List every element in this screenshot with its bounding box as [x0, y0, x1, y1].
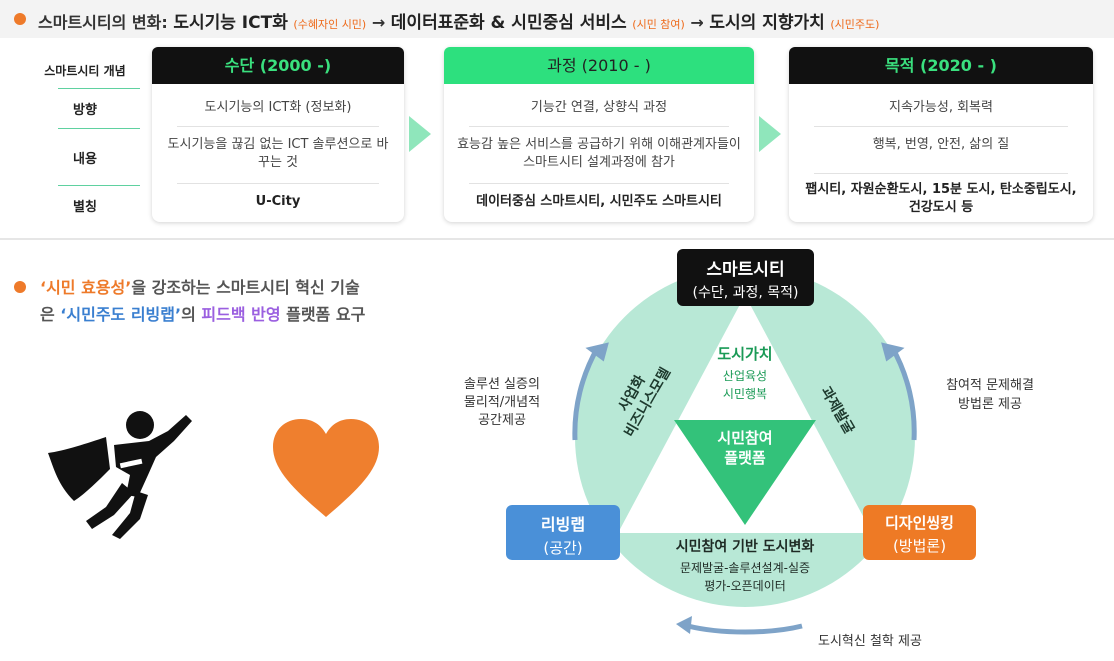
card-means-alias: U-City — [255, 194, 301, 209]
row-label-direction: 방향 — [73, 103, 97, 118]
curved-arrow-icon — [572, 345, 601, 441]
city-value: 도시가치 산업육성 시민행복 — [695, 343, 795, 402]
right-note-l1: 참여적 문제해결 — [946, 378, 1034, 393]
card-process-title: 과정 (2010 - ) — [444, 47, 754, 84]
left-note-l2: 물리적/개념적 — [463, 395, 541, 410]
header-stage1: 도시기능 ICT화 — [173, 13, 288, 33]
bullet-icon — [14, 13, 26, 25]
card-divider — [814, 126, 1068, 127]
card-divider — [469, 183, 729, 184]
header-arrow-2: → — [690, 13, 704, 32]
statement-text-3: 의 — [181, 305, 202, 324]
design-thinking-title: 디자인씽킹 — [884, 514, 954, 532]
card-purpose-title: 목적 (2020 - ) — [789, 47, 1093, 84]
card-purpose-content: 행복, 번영, 안전, 삶의 질 — [872, 137, 1010, 152]
city-value-l1: 산업육성 — [722, 369, 768, 383]
statement-text-1: 을 강조하는 스마트시티 혁신 기술 — [131, 278, 360, 297]
design-thinking-box: 디자인씽킹 (방법론) — [863, 505, 976, 560]
card-means-content: 도시기능을 끊김 없는 ICT 솔루션으로 바꾸는 것 — [167, 137, 389, 170]
card-means-title: 수단 (2000 -) — [152, 47, 404, 84]
card-divider — [469, 126, 729, 127]
card-means: 수단 (2000 -) 도시기능의 ICT화 (정보화) 도시기능을 끊김 없는… — [152, 47, 404, 222]
statement-text-4: 플랫폼 요구 — [280, 305, 366, 324]
statement-emphasis-2: ‘시민주도 리빙랩’ — [60, 305, 182, 324]
bottom-l2: 평가-오픈데이터 — [704, 579, 786, 593]
header-stage1-note: (수혜자인 시민) — [293, 18, 367, 31]
citizen-platform-l1: 시민참여 — [717, 429, 773, 447]
card-process: 과정 (2010 - ) 기능간 연결, 상향식 과정 효능감 높은 서비스를 … — [444, 47, 754, 222]
citizen-platform-l2: 플랫폼 — [724, 449, 766, 467]
header-stage3: 도시의 지향가치 — [709, 13, 825, 33]
living-lab-title: 리빙랩 — [540, 515, 586, 534]
curved-arrow-icon — [889, 345, 917, 441]
bottom-label: 시민참여 기반 도시변화 문제발굴-솔루션설계-실증 평가-오픈데이터 — [625, 536, 865, 594]
superhero-icon — [48, 411, 192, 539]
row-divider — [58, 88, 140, 89]
right-note-l2: 방법론 제공 — [958, 397, 1022, 412]
citizen-platform: 시민참여 플랫폼 — [695, 428, 795, 468]
header-lead: 스마트시티의 변화: — [38, 13, 168, 32]
platform-triangle — [674, 420, 816, 525]
row-divider — [58, 128, 140, 129]
curved-arrow-icon — [687, 623, 803, 635]
header-arrow-1: → — [371, 13, 386, 32]
card-purpose-direction: 지속가능성, 회복력 — [889, 100, 993, 115]
card-purpose: 목적 (2020 - ) 지속가능성, 회복력 행복, 번영, 안전, 삶의 질… — [789, 47, 1093, 222]
header-bar — [0, 0, 1114, 38]
card-purpose-alias: 팹시티, 자원순환도시, 15분 도시, 탄소중립도시, 건강도시 등 — [805, 182, 1077, 215]
living-lab-sub: (공간) — [543, 539, 583, 557]
statement-emphasis-1: ‘시민 효용성’ — [40, 278, 132, 297]
header-title: 스마트시티의 변화: 도시기능 ICT화 (수혜자인 시민) → 데이터표준화 … — [38, 8, 879, 33]
smart-city-box: 스마트시티 (수단, 과정, 목적) — [677, 249, 814, 306]
design-thinking-sub: (방법론) — [892, 537, 947, 555]
section-divider — [0, 238, 1114, 240]
chevron-right-icon — [759, 116, 781, 152]
row-label-content: 내용 — [73, 152, 97, 167]
bullet-icon — [14, 281, 26, 293]
right-note: 참여적 문제해결 방법론 제공 — [925, 376, 1055, 414]
statement: ‘시민 효용성’을 강조하는 스마트시티 혁신 기술 은 ‘시민주도 리빙랩’의… — [40, 274, 460, 328]
heart-icon — [273, 419, 379, 517]
header-stage3-note: (시민주도) — [830, 18, 880, 31]
city-value-l2: 시민행복 — [722, 387, 768, 401]
row-label-alias: 별칭 — [73, 200, 97, 215]
smart-city-title: 스마트시티 — [706, 260, 785, 280]
card-process-content: 효능감 높은 서비스를 공급하기 위해 이해관계자들이 스마트시티 설계과정에 … — [457, 137, 741, 170]
chevron-right-icon — [409, 116, 431, 152]
bottom-l1: 문제발굴-솔루션설계-실증 — [679, 561, 811, 575]
diagram-graphics — [572, 267, 917, 635]
header-stage2-note: (시민 참여) — [632, 18, 685, 31]
card-process-direction: 기능간 연결, 상향식 과정 — [530, 100, 668, 115]
bottom-title: 시민참여 기반 도시변화 — [675, 539, 815, 555]
diagram-triangle — [618, 295, 872, 533]
card-divider — [177, 126, 379, 127]
card-divider — [177, 183, 379, 184]
card-divider — [814, 173, 1068, 174]
card-means-direction: 도시기능의 ICT화 (정보화) — [204, 100, 352, 115]
header-stage2: 데이터표준화 & 시민중심 서비스 — [390, 13, 627, 33]
left-note-l1: 솔루션 실증의 — [464, 377, 540, 392]
concept-label: 스마트시티 개념 — [44, 64, 126, 78]
row-divider — [58, 185, 140, 186]
left-note: 솔루션 실증의 물리적/개념적 공간제공 — [442, 376, 562, 430]
card-process-alias: 데이터중심 스마트시티, 시민주도 스마트시티 — [476, 194, 722, 209]
statement-emphasis-3: 피드백 반영 — [201, 305, 281, 324]
city-value-title: 도시가치 — [717, 345, 773, 363]
bottom-note: 도시혁신 철학 제공 — [818, 634, 922, 649]
smart-city-sub: (수단, 과정, 목적) — [692, 285, 799, 301]
statement-text-2: 은 — [40, 305, 61, 324]
left-note-l3: 공간제공 — [478, 413, 526, 428]
living-lab-box: 리빙랩 (공간) — [506, 505, 620, 560]
